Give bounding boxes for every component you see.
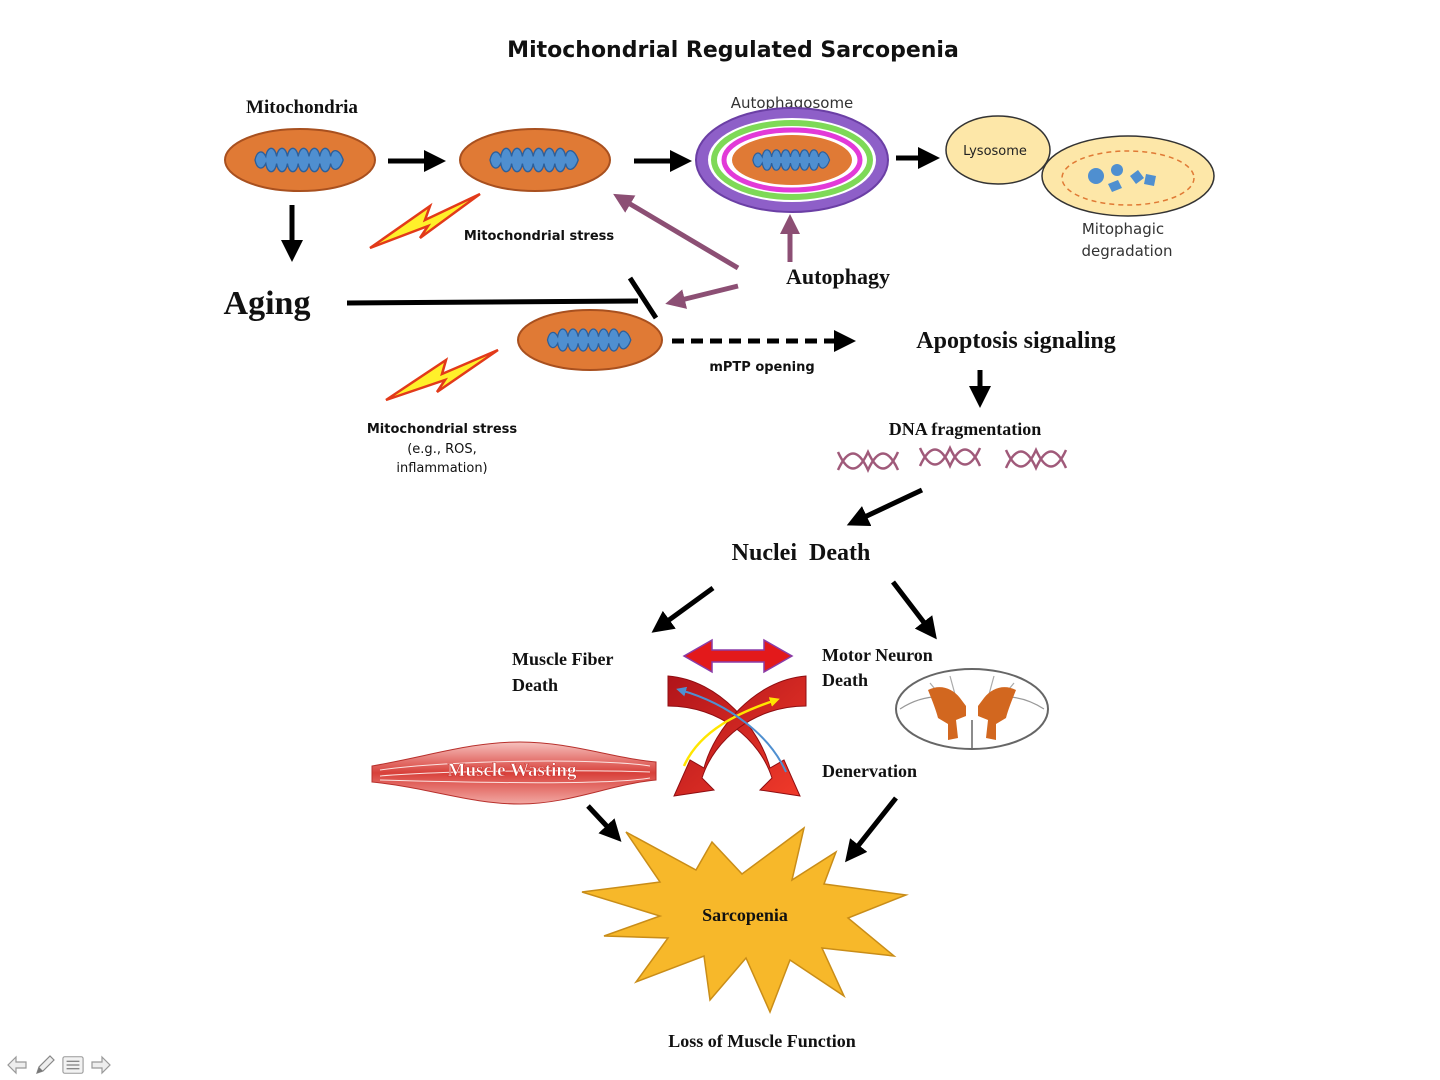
muscle-fiber-label-line2: Death <box>512 675 558 695</box>
lightning-icon-top <box>369 192 481 250</box>
slide-controls <box>6 1054 112 1076</box>
dna-strands-icon <box>836 444 1068 474</box>
autophagy-label: Autophagy <box>786 264 890 289</box>
arrow-denervation-to-sarcopenia <box>845 796 898 863</box>
dna-fragmentation-label: DNA fragmentation <box>889 419 1041 439</box>
arrow-right-icon[interactable] <box>90 1054 112 1076</box>
aging-inhibition-line <box>346 276 659 320</box>
autophagosome <box>695 107 889 213</box>
diagram-title: Mitochondrial Regulated Sarcopenia <box>507 38 959 63</box>
arrow-left-icon[interactable] <box>6 1054 28 1076</box>
denervation-label: Denervation <box>822 761 917 781</box>
mptp-label: mPTP opening <box>709 360 814 375</box>
arrow-wasting-to-sarcopenia <box>586 804 622 842</box>
mitochondria-label: Mitochondria <box>246 97 358 118</box>
lysosome <box>945 115 1215 217</box>
loss-function-label: Loss of Muscle Function <box>668 1031 856 1051</box>
motor-neuron-label-line1: Motor Neuron <box>822 645 933 665</box>
arrow-nuclei-to-motor-neuron <box>891 580 937 640</box>
mitochondrion-3 <box>517 309 663 371</box>
muscle-wasting-icon <box>371 741 657 805</box>
motor-neuron-label-line2: Death <box>822 670 868 690</box>
mito-stress-bottom-line3: inflammation) <box>396 461 487 476</box>
mitochondrion-2 <box>459 128 611 192</box>
muscle-fiber-label-line1: Muscle Fiber <box>512 649 613 669</box>
sarcopenia-label: Sarcopenia <box>702 905 788 925</box>
arrow-autophagy-to-mito3 <box>665 283 739 309</box>
mito-stress-bottom-line1: Mitochondrial stress <box>367 422 518 437</box>
mito-stress-top-label: Mitochondrial stress <box>464 229 615 244</box>
spinal-cord-icon <box>895 668 1049 750</box>
aging-label: Aging <box>224 285 311 322</box>
muscle-wasting-label: Muscle Wasting <box>448 760 577 781</box>
crossed-red-arrows <box>667 675 807 797</box>
lightning-icon-bottom <box>385 348 499 402</box>
mito-stress-bottom-line2: (e.g., ROS, <box>407 442 477 457</box>
pen-icon[interactable] <box>34 1054 56 1076</box>
sarcopenia-star <box>581 826 909 1014</box>
arrow-nuclei-to-muscle-fiber <box>651 585 715 633</box>
arrow-dna-to-nuclei <box>846 487 924 526</box>
nuclei-death-label: Nuclei Death <box>732 540 871 566</box>
menu-icon[interactable] <box>62 1054 84 1076</box>
autophagosome-label: Autophagosome <box>731 94 854 112</box>
red-double-arrow <box>682 638 794 674</box>
apoptosis-label: Apoptosis signaling <box>916 328 1115 354</box>
mitophagic-label-line2: degradation <box>1081 242 1172 260</box>
lysosome-label: Lysosome <box>963 144 1027 159</box>
mitophagic-label-line1: Mitophagic <box>1082 220 1164 238</box>
arrow-autophagy-to-mito2 <box>613 193 740 271</box>
mitochondrion-1 <box>224 128 376 192</box>
